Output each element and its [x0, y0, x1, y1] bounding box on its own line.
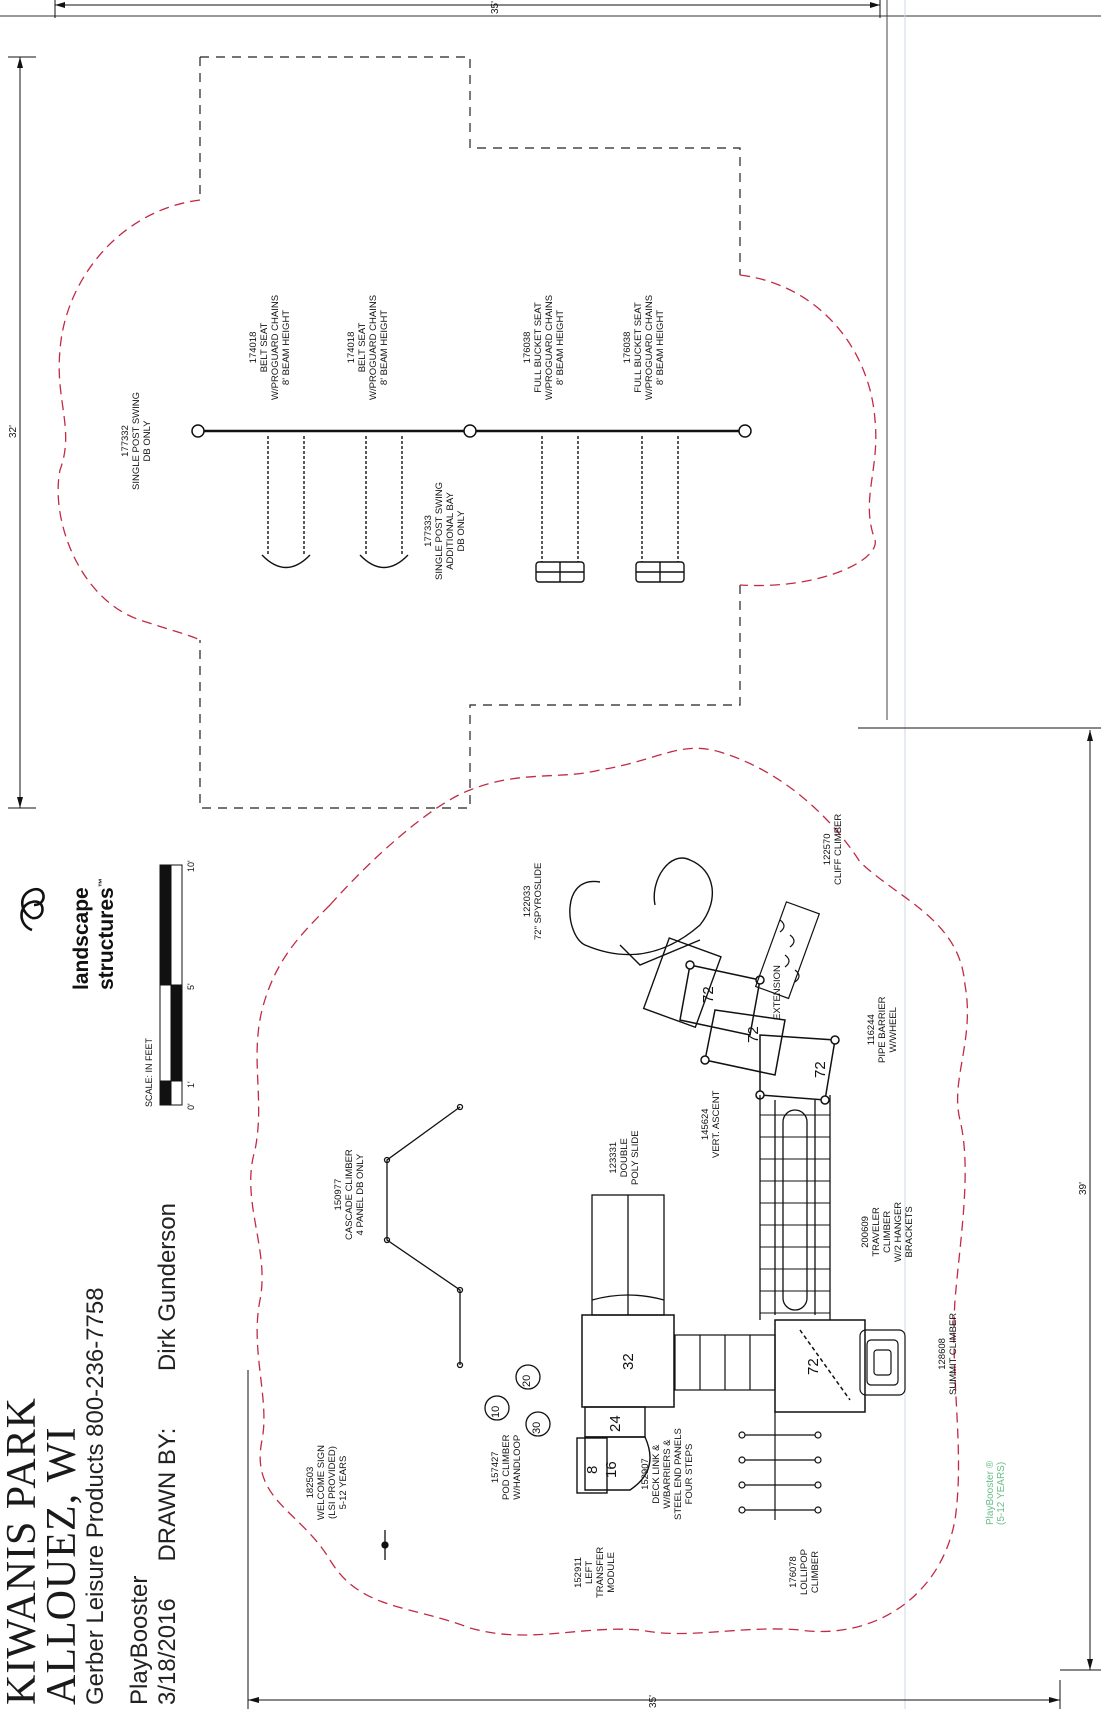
deck-72-spyro — [679, 964, 761, 1036]
drawn-by-label: DRAWN BY: — [154, 1427, 181, 1562]
cliff-climber — [754, 901, 821, 1000]
dim-right: 39' — [1078, 1181, 1089, 1195]
landscape-structures-logo: landscape structures™ — [70, 878, 118, 990]
drawn-by-name: Dirk Gunderson — [154, 1203, 181, 1372]
step-height-16: 16 — [603, 1461, 620, 1478]
plan-date: 3/18/2016 — [154, 1598, 181, 1705]
summit-climber — [859, 1329, 906, 1396]
extension-label: EXTENSION — [772, 965, 783, 1020]
traveler-climber — [759, 1095, 831, 1320]
scale-label: SCALE: IN FEET — [144, 1037, 154, 1107]
logo-line1: landscape — [70, 887, 93, 990]
cascade-climber — [383, 1103, 464, 1369]
playbooster-watermark: PlayBooster ® (5-12 YEARS) — [985, 1460, 1007, 1525]
scale-tick-1: 1' — [186, 1081, 196, 1088]
lollipop-climber — [738, 1410, 822, 1520]
bucket-seat-1 — [535, 436, 585, 583]
scale-tick-5: 5' — [186, 983, 196, 990]
belt-seat-1 — [261, 436, 311, 569]
title-line1: KIWANIS PARK — [0, 1397, 45, 1705]
welcome-sign — [381, 1530, 389, 1560]
logo-mark — [20, 887, 45, 932]
title-line2: ALLOUEZ, WI — [39, 1426, 85, 1705]
company-line: Gerber Leisure Products 800-236-7758 — [82, 1287, 109, 1705]
play-area-use-zone — [250, 747, 969, 1636]
dim-left: 32' — [8, 424, 19, 438]
deck-height-corner: 72 — [805, 1358, 822, 1375]
deck-16 — [584, 1436, 651, 1491]
scale-tick-0: 0' — [186, 1103, 196, 1110]
step-height-24: 24 — [607, 1415, 624, 1432]
traveler-rungs — [760, 1114, 830, 1314]
pod-height-10: 10 — [490, 1405, 502, 1418]
deck-link-steps — [674, 1334, 776, 1391]
logo-line2: structures™ — [95, 878, 118, 990]
dim-bottom: 35' — [648, 1694, 659, 1708]
dim-top: 35' — [490, 0, 501, 14]
deck-72-extension — [704, 1009, 786, 1076]
pod-height-20: 20 — [521, 1374, 533, 1387]
deck-height-spyro: 72 — [700, 986, 717, 1003]
belt-seat-2 — [359, 436, 409, 569]
spyroslide — [569, 857, 722, 1029]
deck-height-barrier: 72 — [812, 1061, 829, 1078]
scale-bar — [159, 864, 183, 1106]
deck-height-32: 32 — [620, 1353, 637, 1370]
double-poly-slide — [591, 1194, 665, 1316]
step-height-8: 8 — [584, 1465, 601, 1474]
bucket-seat-2 — [635, 436, 685, 583]
scale-tick-10: 10' — [186, 860, 196, 872]
logo-trademark: ™ — [97, 878, 107, 888]
product-name: PlayBooster — [126, 1575, 153, 1705]
title-block: KIWANIS PARK ALLOUEZ, WI Gerber Leisure … — [0, 1085, 182, 1705]
deck-height-extension: 72 — [745, 1026, 762, 1043]
deck-8 — [576, 1437, 608, 1494]
pod-height-30: 30 — [531, 1421, 543, 1434]
